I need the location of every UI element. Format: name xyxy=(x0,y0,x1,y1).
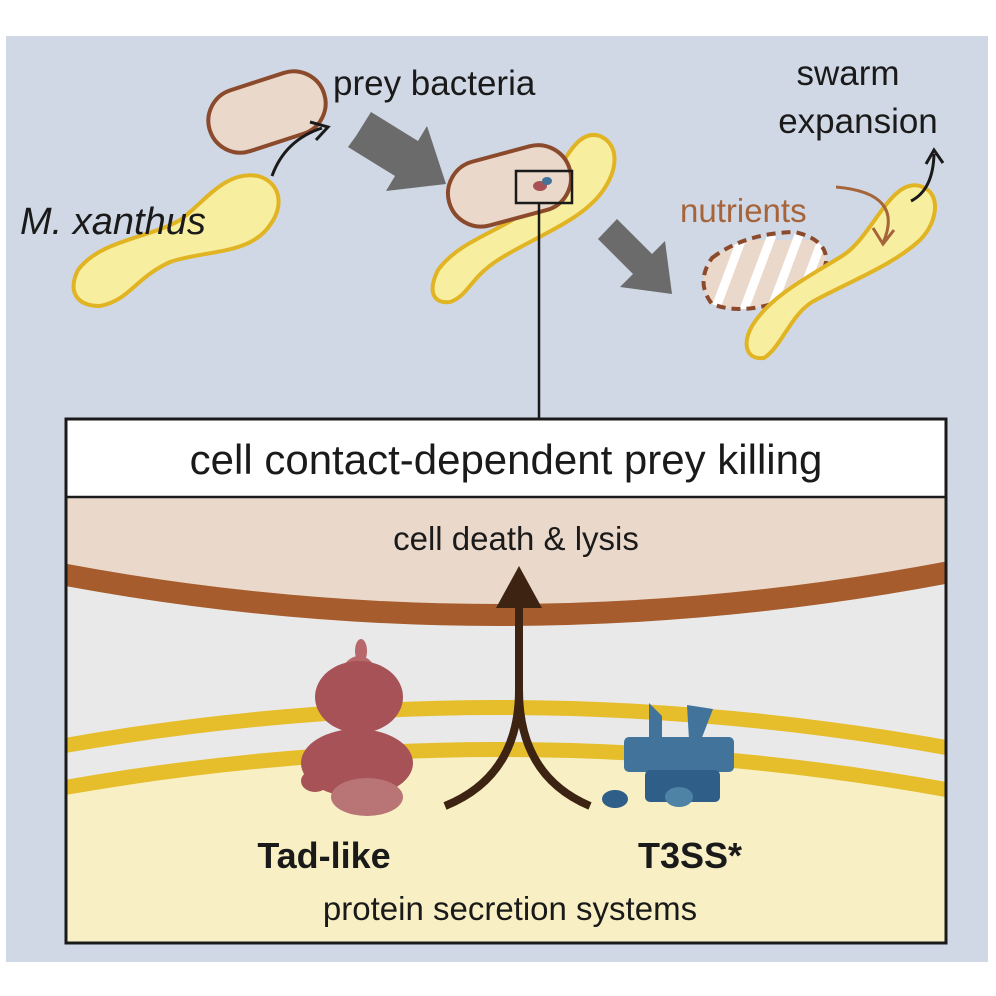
nutrients-arrow xyxy=(835,185,890,244)
label-m-xanthus: M. xanthus xyxy=(20,201,206,243)
label-cell-death: cell death & lysis xyxy=(393,520,639,557)
t3ss-system xyxy=(602,703,734,808)
panel-border xyxy=(64,417,948,945)
process-arrow-1 xyxy=(348,112,446,191)
prey-membrane xyxy=(66,561,946,626)
contact-complex-blue xyxy=(542,177,552,185)
tad-like-system xyxy=(301,639,413,816)
approach-arrow xyxy=(270,126,323,177)
secretion-arrow-right xyxy=(515,689,592,810)
inner-membrane xyxy=(66,742,946,798)
label-tad-like: Tad-like xyxy=(257,835,390,876)
swarm-arrow xyxy=(910,153,936,203)
zoom-box xyxy=(514,169,574,205)
label-t3ss: T3SS* xyxy=(638,835,742,876)
label-protein-secretion: protein secretion systems xyxy=(323,890,697,927)
approach-arrowhead xyxy=(309,120,331,142)
secretion-arrowhead xyxy=(496,566,542,608)
label-expansion: expansion xyxy=(778,102,938,141)
label-swarm: swarm xyxy=(796,54,899,93)
swarm-arrowhead xyxy=(924,147,945,165)
label-prey-bacteria: prey bacteria xyxy=(333,64,536,103)
nutrients-arrowhead xyxy=(871,227,896,247)
prey-bacterium xyxy=(206,69,328,155)
panel-title-bar xyxy=(66,419,946,497)
outer-membrane xyxy=(66,700,946,756)
detail-panel: cell contact-dependent prey killing cell… xyxy=(64,417,948,945)
process-arrow-2 xyxy=(598,219,672,294)
panel-title: cell contact-dependent prey killing xyxy=(190,436,823,483)
m-xanthus-cell-left xyxy=(71,173,281,309)
label-nutrients: nutrients xyxy=(680,192,807,229)
